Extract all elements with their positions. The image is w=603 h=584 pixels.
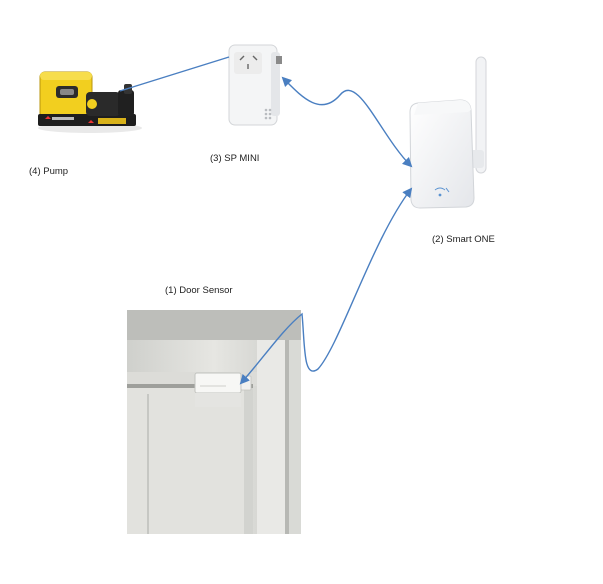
pump-icon xyxy=(38,71,142,133)
sp-mini-label: (3) SP MINI xyxy=(210,153,260,164)
connector-sensor-to-hub xyxy=(239,187,413,385)
wifi-hub-icon xyxy=(409,56,487,209)
connector-plug-to-hub xyxy=(281,76,413,168)
connector-lines xyxy=(119,56,413,385)
smart-plug-icon xyxy=(228,44,282,126)
door-sensor-label: (1) Door Sensor xyxy=(165,285,233,296)
door-sensor-icon xyxy=(127,310,301,534)
pump-label: (4) Pump xyxy=(29,166,69,177)
connector-pump-to-plug xyxy=(119,56,230,92)
smart-one-label: (2) Smart ONE xyxy=(432,234,495,245)
